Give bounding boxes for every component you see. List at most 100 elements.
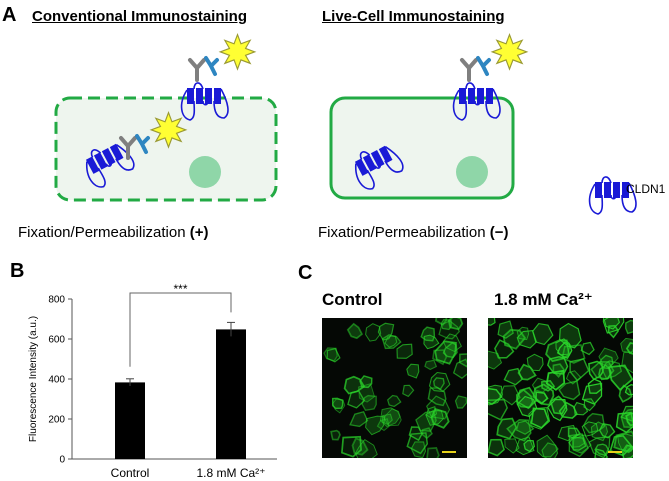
cell-outline <box>565 370 582 385</box>
cell-outline <box>346 322 364 340</box>
micrograph-label-calcium: 1.8 mM Ca²⁺ <box>494 290 593 309</box>
cell-outline <box>620 338 633 354</box>
cell-outline <box>379 407 401 428</box>
cell-outline <box>516 326 530 341</box>
cell-outline <box>559 322 582 349</box>
cell-outline <box>625 342 633 355</box>
cell-outline <box>420 326 436 342</box>
cell-outline <box>598 354 614 370</box>
cell-outline <box>569 358 590 382</box>
cell-outline <box>358 383 375 403</box>
cell-outline <box>583 398 596 412</box>
cell-outline <box>620 405 633 422</box>
cell-outline <box>588 360 604 381</box>
cell-outline <box>594 448 609 458</box>
cell-outline <box>625 319 633 335</box>
cell-outline <box>504 438 520 454</box>
cell-outline <box>530 407 550 429</box>
cell-outline <box>515 386 539 410</box>
cell-outline <box>580 341 595 356</box>
cell-outline <box>528 407 551 430</box>
antibody-complex <box>188 32 257 82</box>
y-tick-label: 400 <box>48 375 65 386</box>
cell-outline <box>523 439 536 453</box>
cell-outline <box>349 411 369 428</box>
cell-outline <box>603 318 621 330</box>
live-cell-title: Live-Cell Immunostaining <box>322 8 505 25</box>
cell-outline <box>587 378 603 394</box>
panel-c-letter: C <box>298 262 313 284</box>
y-axis-label: Fluorescence Intensity (a.u.) <box>28 316 39 442</box>
cell-outline <box>323 347 338 362</box>
left-caption-text: Fixation/Permeabilization <box>18 224 186 241</box>
cell-outline <box>365 415 386 436</box>
x-tick-label: Control <box>111 466 150 478</box>
fixed-cell <box>54 96 278 202</box>
cell-outline <box>624 384 633 396</box>
panel-b-letter: B <box>10 260 25 282</box>
cell-outline <box>573 401 589 416</box>
cell-outline <box>561 344 586 364</box>
cell-outline <box>506 419 532 442</box>
scale-bar <box>442 451 456 453</box>
cell-outline <box>618 384 633 403</box>
cell-outline <box>432 377 445 391</box>
left-caption: Fixation/Permeabilization (+) <box>18 224 209 241</box>
cldn1-legend-label: CLDN1 <box>626 182 666 196</box>
cell-outline <box>488 398 509 421</box>
cell-outline <box>541 380 556 392</box>
micrograph-calcium <box>488 318 633 458</box>
cell-outline <box>408 426 423 442</box>
cell-outline <box>406 363 420 379</box>
cell-outline <box>515 420 535 435</box>
cell-outline <box>347 390 366 409</box>
cell-outline <box>458 353 467 368</box>
cell-outline <box>582 412 606 434</box>
significance-bracket <box>129 292 232 367</box>
nucleus-live <box>456 156 488 188</box>
immunostaining-schematic <box>54 32 637 215</box>
cell-outline <box>621 351 633 374</box>
panel-a-letter: A <box>2 4 17 26</box>
bar <box>115 382 145 459</box>
conventional-title: Conventional Immunostaining <box>32 8 248 25</box>
y-tick-label: 0 <box>59 455 65 466</box>
cell-outline <box>440 318 452 331</box>
cell-outline <box>406 432 429 455</box>
cell-outline <box>434 340 457 365</box>
cell-outline <box>602 318 625 334</box>
cell-outline <box>488 318 496 326</box>
x-tick-label: 1.8 mM Ca²⁺ <box>196 466 265 478</box>
cell-outline <box>326 347 341 363</box>
scale-bar <box>608 451 622 453</box>
cell-outline <box>424 359 438 371</box>
cell-outline <box>488 350 503 370</box>
nucleus <box>189 156 221 188</box>
cell-outline <box>355 439 378 458</box>
antibody-complex-live <box>460 32 529 82</box>
cell-outline <box>426 395 451 420</box>
y-tick-label: 600 <box>48 335 65 346</box>
cell-outline <box>621 444 633 458</box>
micrograph-control <box>322 318 467 458</box>
cell-outline <box>330 429 341 441</box>
right-caption-sign: (−) <box>489 224 509 241</box>
cell-outline <box>488 438 505 457</box>
cell-outline <box>568 433 589 458</box>
y-tick-label: 200 <box>48 415 65 426</box>
cell-outline <box>503 367 523 386</box>
live-cell <box>329 96 515 200</box>
cell-outline <box>615 411 633 434</box>
cell-outline <box>402 384 415 398</box>
cell-outline <box>532 383 555 406</box>
cell-outline <box>454 395 467 409</box>
cell-outline <box>536 434 559 458</box>
cell-outline <box>430 407 450 429</box>
cell-outline <box>426 447 440 458</box>
cell-outline <box>535 391 549 405</box>
y-tick-label: 800 <box>48 295 65 306</box>
cell-outline <box>376 418 390 432</box>
cell-outline <box>581 421 599 437</box>
cell-outline <box>331 397 344 410</box>
